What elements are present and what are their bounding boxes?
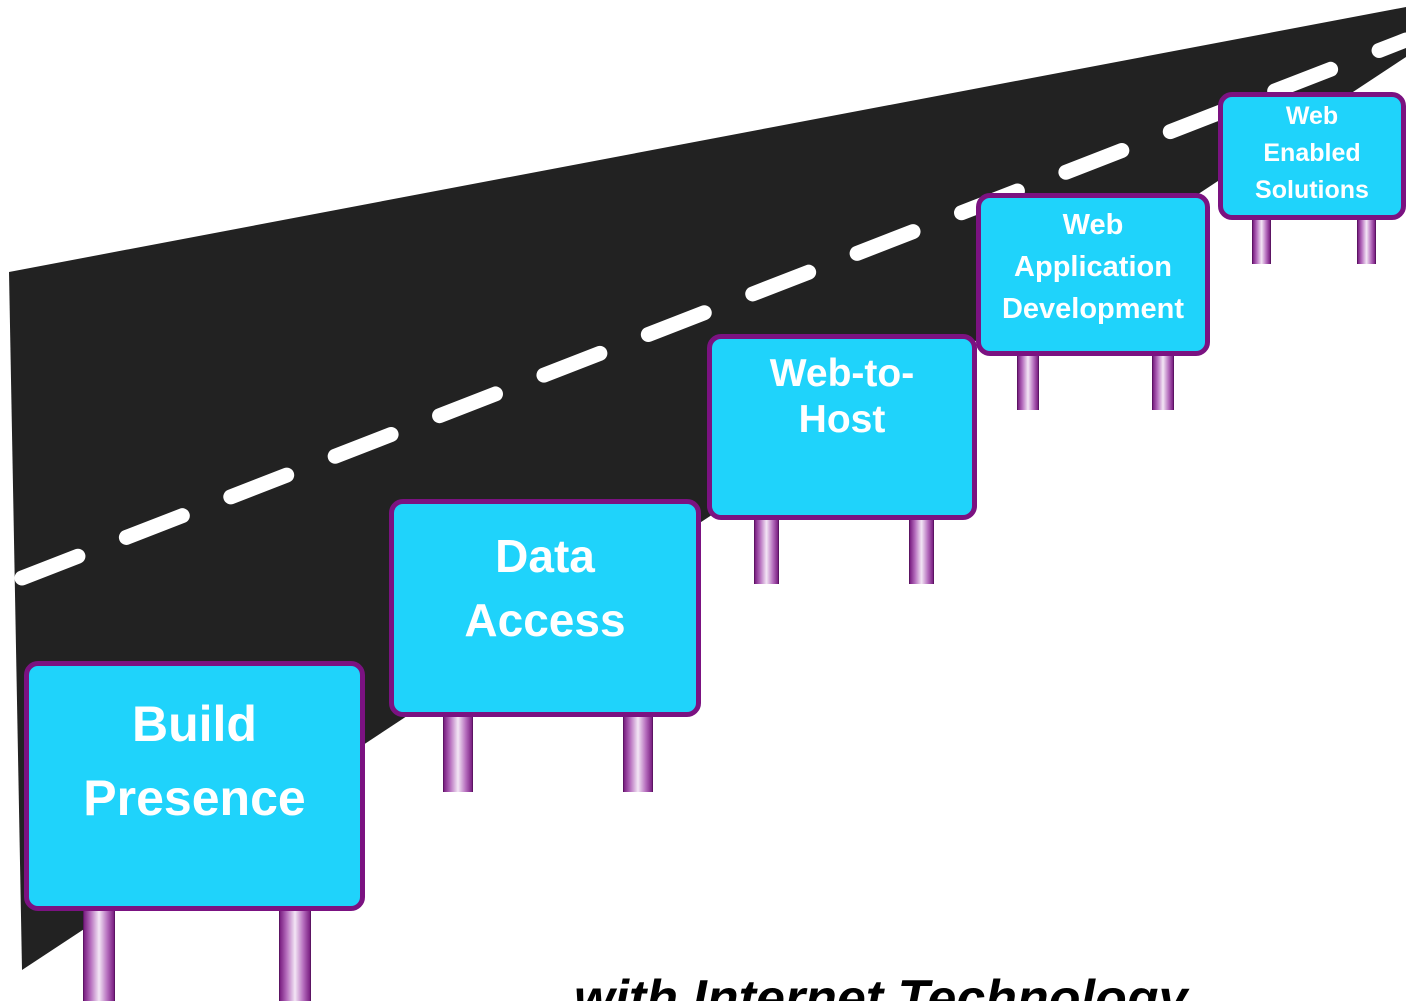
tagline: with Internet Technology <box>574 970 1188 1001</box>
sign-label: Host <box>798 398 886 441</box>
sign-label: Web-to- <box>769 352 915 395</box>
sign-label: Development <box>1001 293 1185 325</box>
sign-label: Build <box>132 696 257 752</box>
sign-post <box>1357 214 1376 264</box>
sign-board: Data Access <box>389 499 701 717</box>
sign-post <box>1152 350 1174 410</box>
sign-board: Web Enabled Solutions <box>1218 92 1406 220</box>
sign-post <box>623 711 653 792</box>
sign-post <box>83 905 115 1001</box>
sign-label: Web <box>1285 102 1339 130</box>
sign-label: Data <box>495 530 595 582</box>
sign-board: Build Presence <box>24 661 365 911</box>
sign-post <box>443 711 473 792</box>
sign-label: Web <box>1062 209 1124 241</box>
sign-label: Solutions <box>1255 176 1369 204</box>
lane-divider <box>14 32 1406 586</box>
sign-post <box>279 905 311 1001</box>
sign-post <box>909 513 934 584</box>
sign-post <box>1252 214 1271 264</box>
sign-label: Presence <box>83 770 306 826</box>
sign-label: Application <box>1014 251 1172 283</box>
sign-post <box>1017 350 1039 410</box>
sign-post <box>754 513 779 584</box>
sign-label: Enabled <box>1263 139 1361 167</box>
sign-board: Web-to- Host <box>707 334 977 520</box>
sign-board: Web Application Development <box>976 193 1210 356</box>
sign-label: Access <box>464 594 626 646</box>
